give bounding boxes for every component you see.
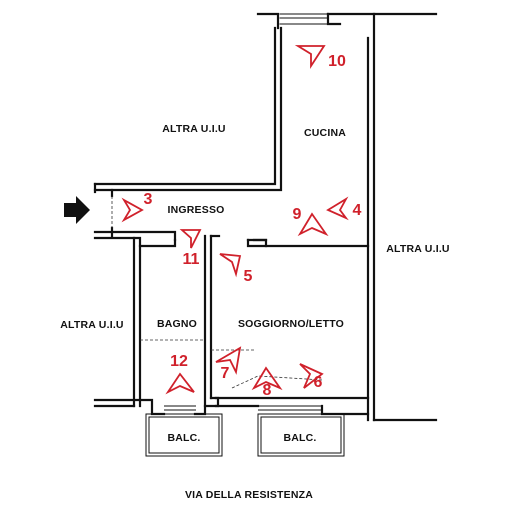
triangle-icon xyxy=(299,363,324,389)
triangle-icon xyxy=(326,196,349,221)
balcony-left xyxy=(145,413,223,457)
room-label-balc-right: BALC. xyxy=(283,432,317,444)
triangle-icon xyxy=(165,372,195,395)
marker-number-10: 10 xyxy=(328,53,346,70)
room-label-cucina: CUCINA xyxy=(303,127,347,139)
wall-kitchen-left xyxy=(93,26,277,186)
triangle-icon xyxy=(294,45,326,70)
marker-number-4: 4 xyxy=(352,202,362,219)
wall-bottom-mid xyxy=(193,396,220,416)
room-label-altra-top: ALTRA U.I.U xyxy=(162,123,226,135)
triangle-icon xyxy=(297,212,329,237)
window-balc-right xyxy=(258,405,322,415)
triangle-icon xyxy=(251,366,283,391)
room-label-altra-right: ALTRA U.I.U xyxy=(386,243,450,255)
marker-number-12: 12 xyxy=(170,353,188,370)
triangle-icon xyxy=(219,253,242,278)
marker-number-9: 9 xyxy=(292,206,302,223)
triangle-icon xyxy=(121,197,144,223)
room-label-balc-left: BALC. xyxy=(167,432,201,444)
triangle-icon xyxy=(215,346,242,375)
marker-number-6: 6 xyxy=(313,374,323,391)
wall-top-left xyxy=(256,12,280,30)
balcony-right xyxy=(257,413,345,457)
room-label-altra-left: ALTRA U.I.U xyxy=(60,319,124,331)
wall-bottom-right xyxy=(320,404,370,416)
wall-kitchen-bottom xyxy=(246,238,370,248)
triangle-icon xyxy=(179,229,202,249)
wall-entrance-lower xyxy=(93,230,177,242)
room-label-soggiorno: SOGGIORNO/LETTO xyxy=(237,318,345,330)
marker-number-11: 11 xyxy=(182,251,200,268)
room-label-bagno: BAGNO xyxy=(156,318,198,330)
marker-number-7: 7 xyxy=(220,365,230,382)
arrow-right-icon xyxy=(64,196,90,224)
room-label-ingresso: INGRESSO xyxy=(167,204,225,216)
street-label: VIA DELLA RESISTENZA xyxy=(184,489,314,501)
marker-number-3: 3 xyxy=(143,191,153,208)
marker-number-8: 8 xyxy=(262,382,272,399)
window-balc-left xyxy=(164,405,196,415)
marker-number-5: 5 xyxy=(243,268,253,285)
